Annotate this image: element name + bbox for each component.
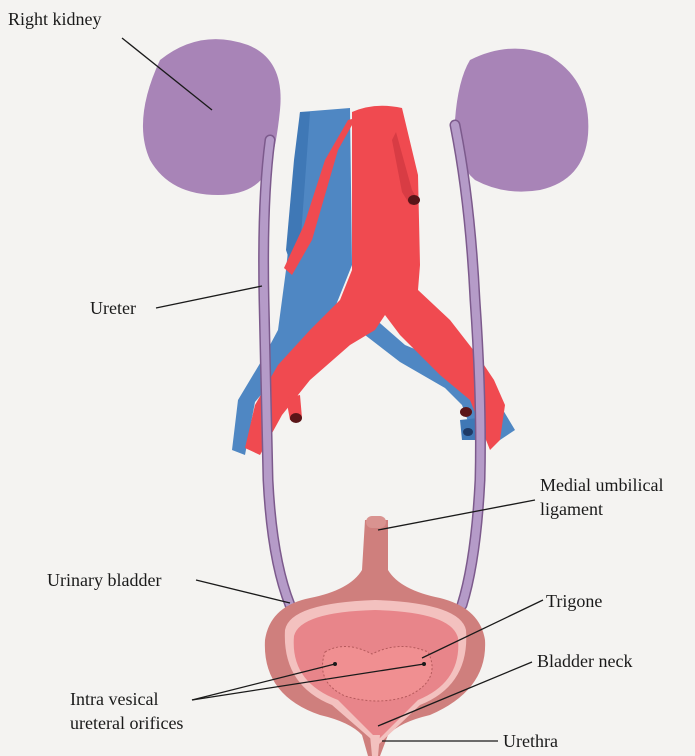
label-urethra: Urethra: [503, 730, 558, 752]
leader-ureter: [156, 286, 262, 308]
orifice-dot-right: [333, 662, 337, 666]
leader-medial-umbilical: [378, 500, 535, 530]
kidney-right: [143, 39, 281, 195]
label-trigone: Trigone: [546, 590, 602, 612]
orifice-dot-left: [422, 662, 426, 666]
label-medial-umbilical-2: ligament: [540, 498, 603, 520]
leader-urinary-bladder: [196, 580, 290, 603]
medial-umbilical-ligament: [366, 516, 386, 528]
urinary-bladder: [265, 516, 485, 756]
label-right-kidney: Right kidney: [8, 8, 102, 30]
label-intra-vesical-2: ureteral orifices: [70, 712, 183, 734]
label-urinary-bladder: Urinary bladder: [47, 569, 161, 591]
kidney-left: [455, 49, 589, 192]
label-medial-umbilical-1: Medial umbilical: [540, 474, 663, 496]
label-intra-vesical-1: Intra vesical: [70, 688, 158, 710]
label-bladder-neck: Bladder neck: [537, 650, 632, 672]
label-ureter: Ureter: [90, 297, 136, 319]
